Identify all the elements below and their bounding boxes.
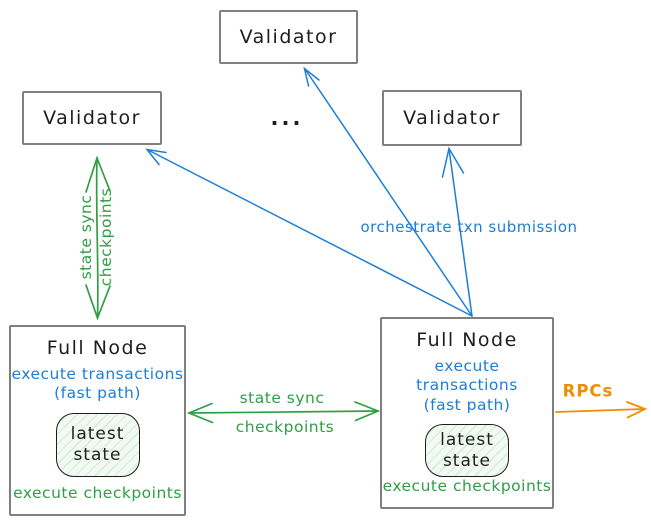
rpcs-label: RPCs <box>562 381 614 401</box>
state-sync-horizontal-label-bottom: checkpoints <box>235 418 335 436</box>
full-node-left-execute-transactions: execute transactions <box>11 365 184 383</box>
validator-top-label: Validator <box>239 26 338 48</box>
full-node-right-fast-path: (fast path) <box>423 395 511 414</box>
full-node-right-execute-checkpoints: execute checkpoints <box>382 477 552 495</box>
validator-node-right: Validator <box>382 90 522 146</box>
validator-node-top: Validator <box>219 10 358 64</box>
orchestrate-txn-submission-label: orchestrate txn submission <box>360 218 578 236</box>
full-node-right-latest-state: latest state <box>425 424 509 477</box>
full-node-left: Full Node execute transactions (fast pat… <box>9 325 186 516</box>
full-node-left-execute-checkpoints: execute checkpoints <box>13 484 182 502</box>
full-node-right-execute-transactions: execute transactions <box>416 357 518 395</box>
full-node-left-latest-state: latest state <box>55 412 140 477</box>
full-node-right-title: Full Node <box>416 329 518 351</box>
validator-node-left: Validator <box>22 91 162 145</box>
validator-left-label: Validator <box>43 107 141 129</box>
state-sync-horizontal-label-top: state sync <box>239 389 325 407</box>
full-node-left-fast-path: (fast path) <box>54 384 141 403</box>
full-node-right: Full Node execute transactions (fast pat… <box>380 317 554 509</box>
validator-right-label: Validator <box>403 107 501 129</box>
more-validators-ellipsis: ... <box>270 106 304 130</box>
state-sync-vertical-label: state sync checkpoints <box>76 187 115 287</box>
rpcs-arrow <box>555 401 648 419</box>
full-node-left-title: Full Node <box>46 337 149 359</box>
